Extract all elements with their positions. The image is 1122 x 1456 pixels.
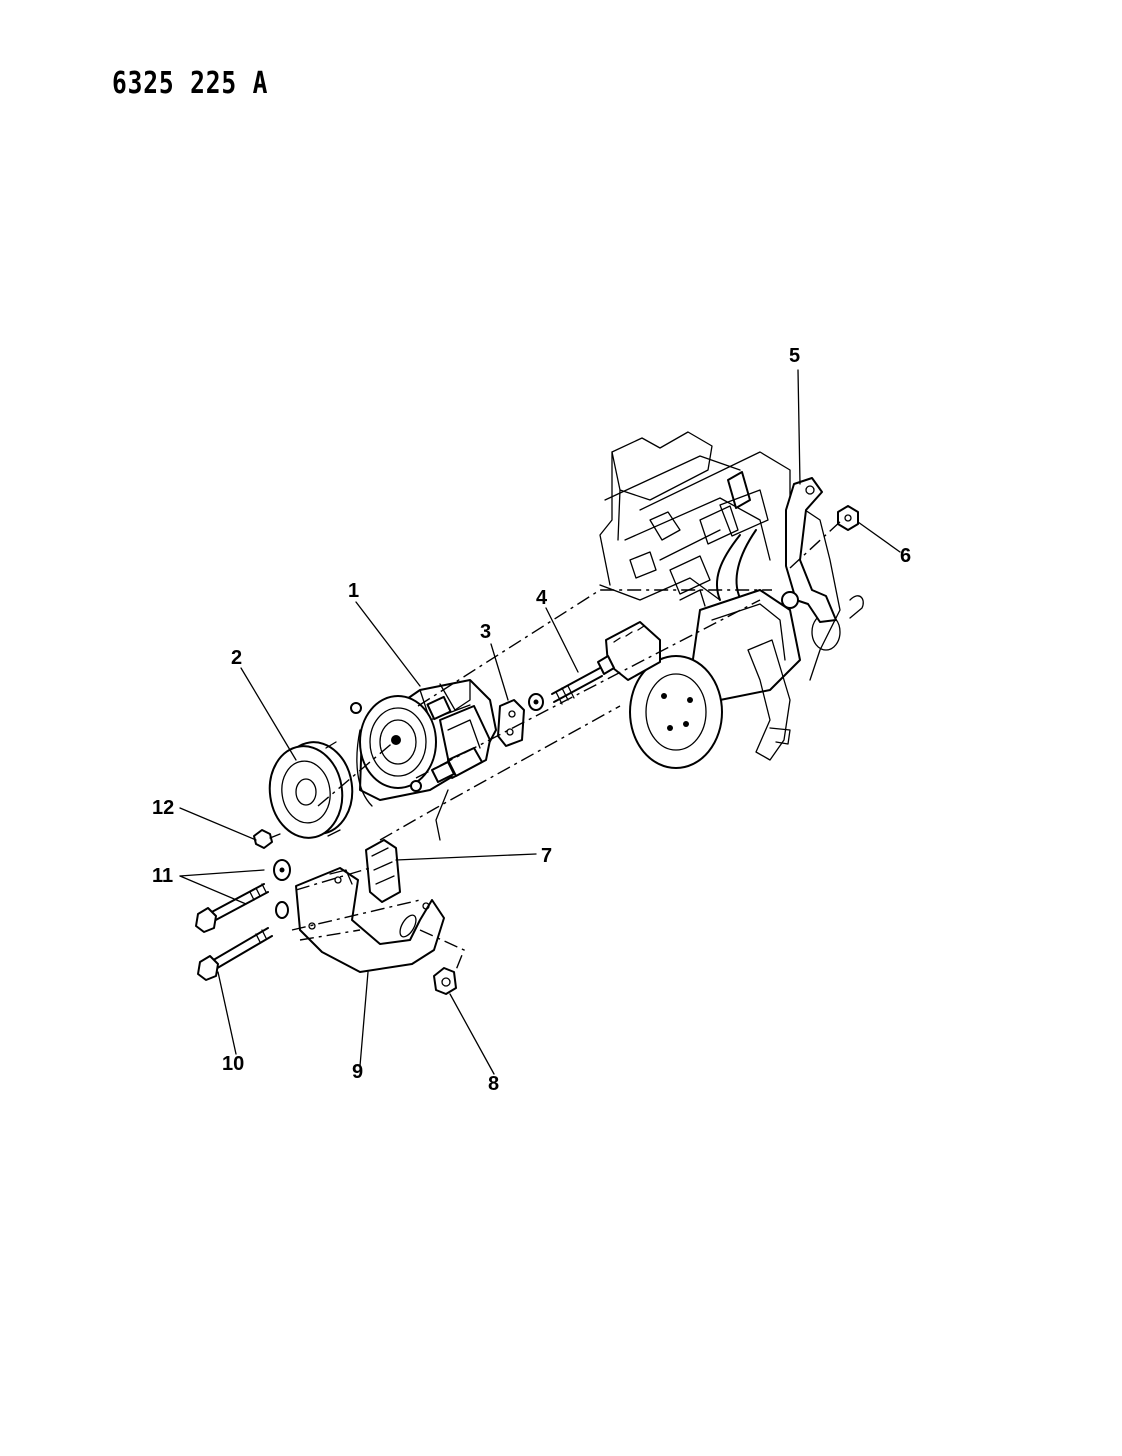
part-3-spacer	[497, 699, 525, 747]
callout-1: 1	[348, 580, 359, 602]
callout-7: 7	[541, 845, 552, 867]
callout-10: 10	[222, 1053, 244, 1075]
callout-8: 8	[488, 1073, 499, 1095]
part-10-bolt	[197, 901, 289, 981]
part-11-bolt-and-washer	[195, 859, 291, 933]
leader-lines	[179, 369, 901, 1075]
part-8-nut	[433, 967, 457, 995]
part-2-pulley	[268, 741, 354, 839]
assembly-centerlines	[291, 519, 843, 971]
callout-6: 6	[900, 545, 911, 567]
part-6-nut	[837, 505, 859, 531]
part-4-stud	[528, 655, 615, 711]
engine-block-illustration	[599, 431, 864, 769]
part-12-nut	[253, 829, 281, 849]
callout-9: 9	[352, 1061, 363, 1083]
part-7-spacer-block	[365, 839, 401, 903]
callout-labels: 1 2 3 4 5 6 7 8 9 10 11 12	[152, 345, 911, 1095]
part-5-mounting-bracket	[781, 477, 837, 623]
drawing-reference-number: 6325 225 A	[112, 66, 269, 101]
callout-2: 2	[231, 647, 242, 669]
callout-12: 12	[152, 797, 174, 819]
part-9-bracket-plate	[295, 867, 445, 973]
callout-11: 11	[152, 865, 173, 887]
part-1-compressor	[350, 679, 497, 841]
callout-3: 3	[480, 621, 491, 643]
callout-5: 5	[789, 345, 800, 367]
callout-4: 4	[536, 587, 548, 609]
